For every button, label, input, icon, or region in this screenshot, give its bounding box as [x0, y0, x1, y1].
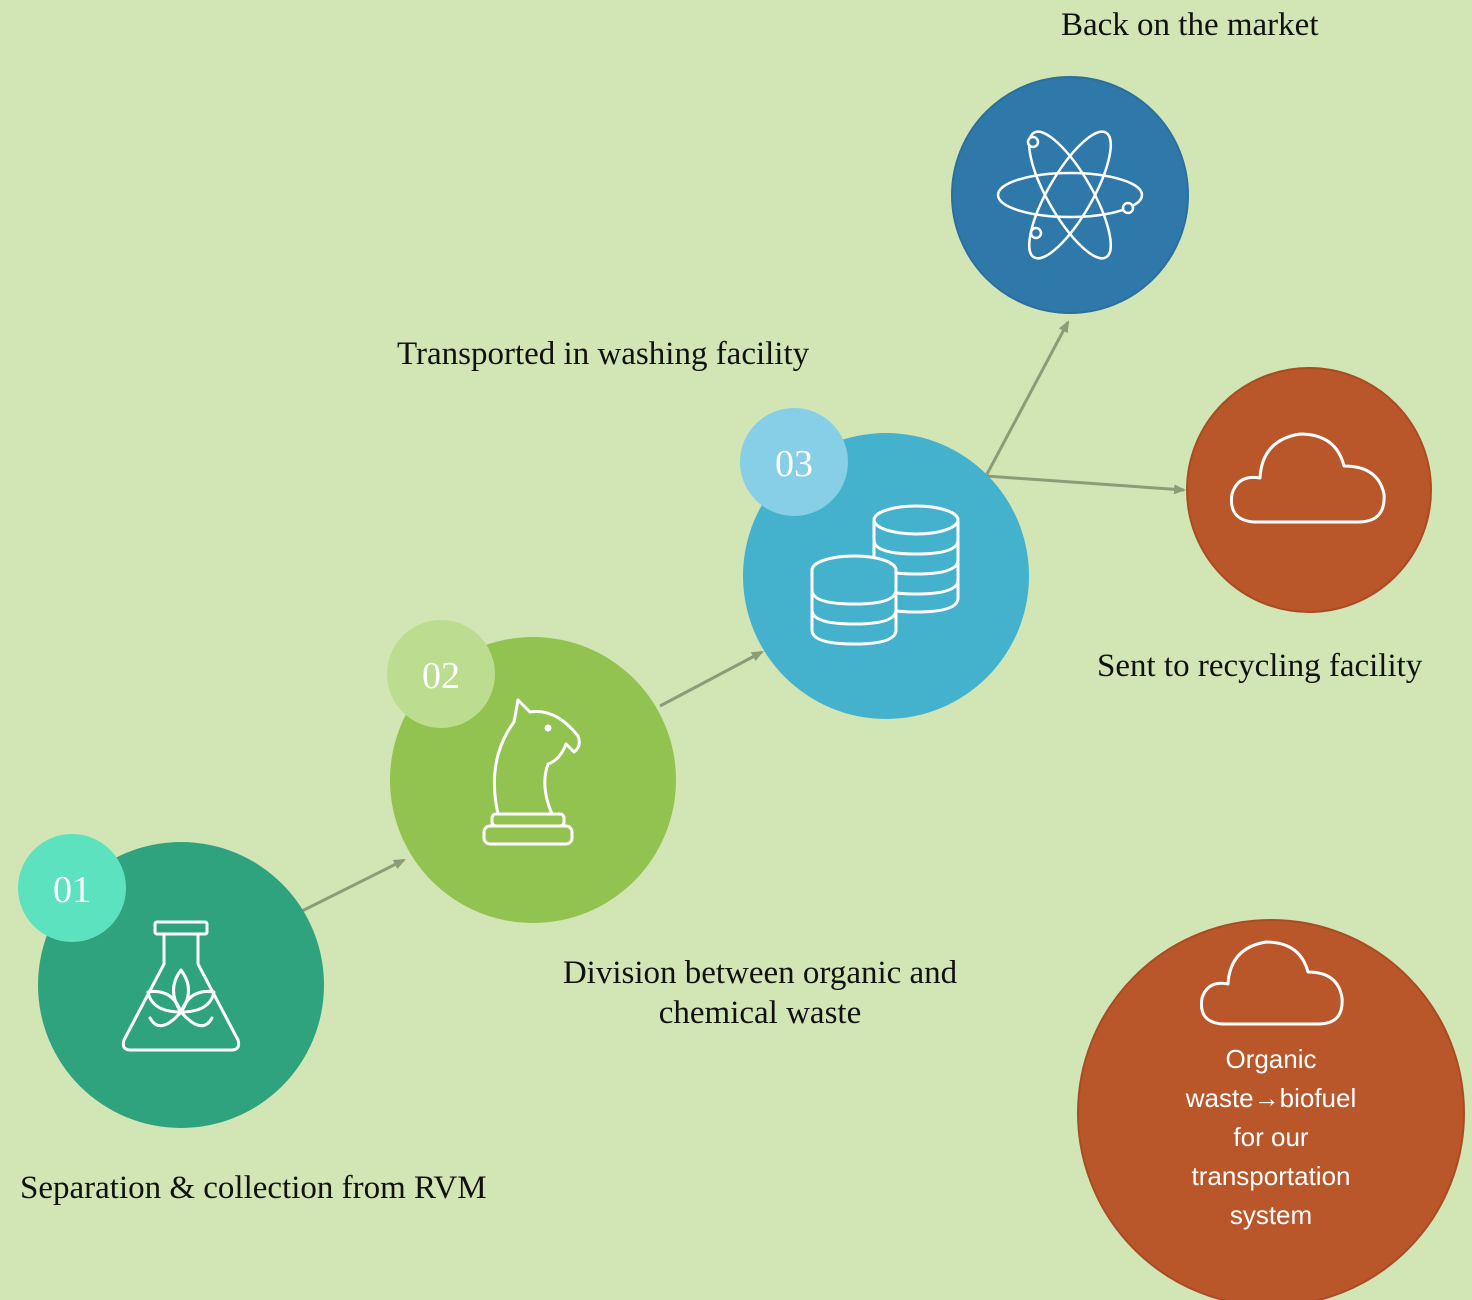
- biofuel-line-5: system: [1229, 1200, 1313, 1230]
- step-02-number: 02: [422, 655, 460, 697]
- step-03: 03: [740, 408, 1029, 719]
- cloud-icon: [1229, 432, 1386, 524]
- step-02-label-line-1: Division between organic and: [562, 955, 958, 991]
- step-03-number: 03: [775, 443, 813, 485]
- arrow-03-to-recycling: [985, 474, 1186, 495]
- outcome-recycling-circle: [1186, 367, 1432, 613]
- step-03-badge: [740, 408, 848, 516]
- step-02: 02: [387, 620, 676, 923]
- arrow-02-to-03: [659, 650, 764, 708]
- step-01: 01: [18, 834, 324, 1128]
- biofuel-line-4: transportation: [1191, 1161, 1351, 1191]
- flask-leaf-icon: [121, 920, 241, 1052]
- biofuel-text: Organic waste→biofuel for our transporta…: [1141, 1040, 1401, 1235]
- biofuel-node: [1077, 919, 1465, 1300]
- outcome-market-circle: [951, 76, 1189, 314]
- biofuel-line-2: waste→biofuel: [1185, 1083, 1357, 1113]
- outcome-market-label: Back on the market: [1061, 7, 1319, 43]
- atom-icon: [996, 130, 1144, 260]
- step-02-badge: [387, 620, 495, 728]
- step-02-label-line-2: chemical waste: [658, 995, 862, 1031]
- arrow-01-to-02: [299, 858, 406, 914]
- outcome-recycling: [1186, 367, 1432, 613]
- arrow-03-to-market: [984, 320, 1070, 477]
- step-03-label: Transported in washing facility: [397, 336, 810, 372]
- step-01-number: 01: [53, 869, 91, 911]
- cloud-icon: [1199, 940, 1344, 1026]
- chess-knight-icon: [482, 698, 581, 846]
- outcome-market: [951, 76, 1189, 314]
- step-02-label: Division between organic and chemical wa…: [520, 953, 1000, 1033]
- biofuel-line-1: Organic: [1225, 1044, 1317, 1074]
- outcome-recycling-label: Sent to recycling facility: [1097, 648, 1423, 684]
- coin-stacks-icon: [810, 504, 960, 646]
- biofuel-circle: [1077, 919, 1465, 1300]
- biofuel-line-3: for our: [1233, 1122, 1309, 1152]
- step-01-label: Separation & collection from RVM: [20, 1170, 487, 1206]
- step-01-badge: [18, 834, 126, 942]
